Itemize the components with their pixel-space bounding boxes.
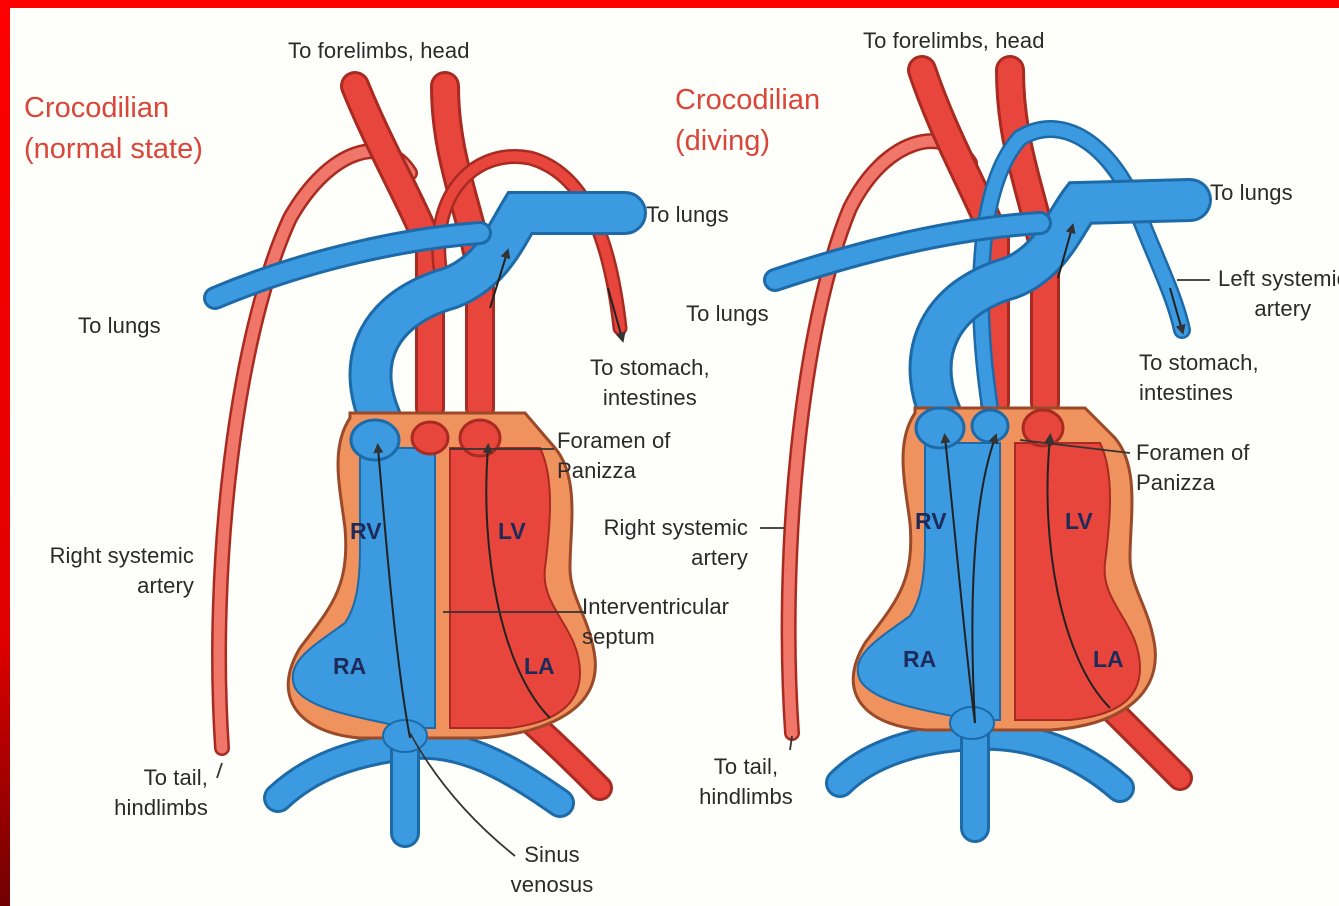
right-label-stomach: To stomach, intestines [1139,348,1259,408]
right-label-right-systemic: Right systemic artery [578,513,748,573]
left-label-interventricular: Interventricular septum [582,592,729,652]
left-label-foramen: Foramen of Panizza [557,426,671,486]
left-label-stomach: To stomach, intestines [590,353,710,413]
right-label-left-systemic: Left systemic artery [1218,264,1339,324]
right-label-lungs-right: To lungs [1210,178,1293,208]
left-label-lungs-right: To lungs [646,200,729,230]
right-chamber-lv: LV [1065,508,1093,535]
left-chamber-ra: RA [333,653,366,680]
left-title: Crocodilian (normal state) [24,88,203,170]
left-heart [288,413,595,752]
right-label-forelimbs: To forelimbs, head [863,26,1045,56]
left-label-sinus: Sinus venosus [502,840,602,900]
right-chamber-rv: RV [915,508,947,535]
right-chamber-la: LA [1093,646,1124,673]
right-title: Crocodilian (diving) [675,80,820,162]
left-label-lungs-left: To lungs [78,311,161,341]
right-label-lungs-left: To lungs [686,299,769,329]
left-lower-veins [278,745,560,833]
right-label-foramen: Foramen of Panizza [1136,438,1250,498]
diagram-frame: Crocodilian (normal state) To forelimbs,… [10,8,1339,906]
left-label-tail: To tail, hindlimbs [80,763,208,823]
right-chamber-ra: RA [903,646,936,673]
left-chamber-lv: LV [498,518,526,545]
left-chamber-la: LA [524,653,555,680]
right-label-tail: To tail, hindlimbs [686,752,806,812]
right-heart [853,408,1155,739]
left-label-right-systemic: Right systemic artery [26,541,194,601]
right-lower-veins [840,736,1120,828]
left-label-forelimbs: To forelimbs, head [288,36,470,66]
left-chamber-rv: RV [350,518,382,545]
